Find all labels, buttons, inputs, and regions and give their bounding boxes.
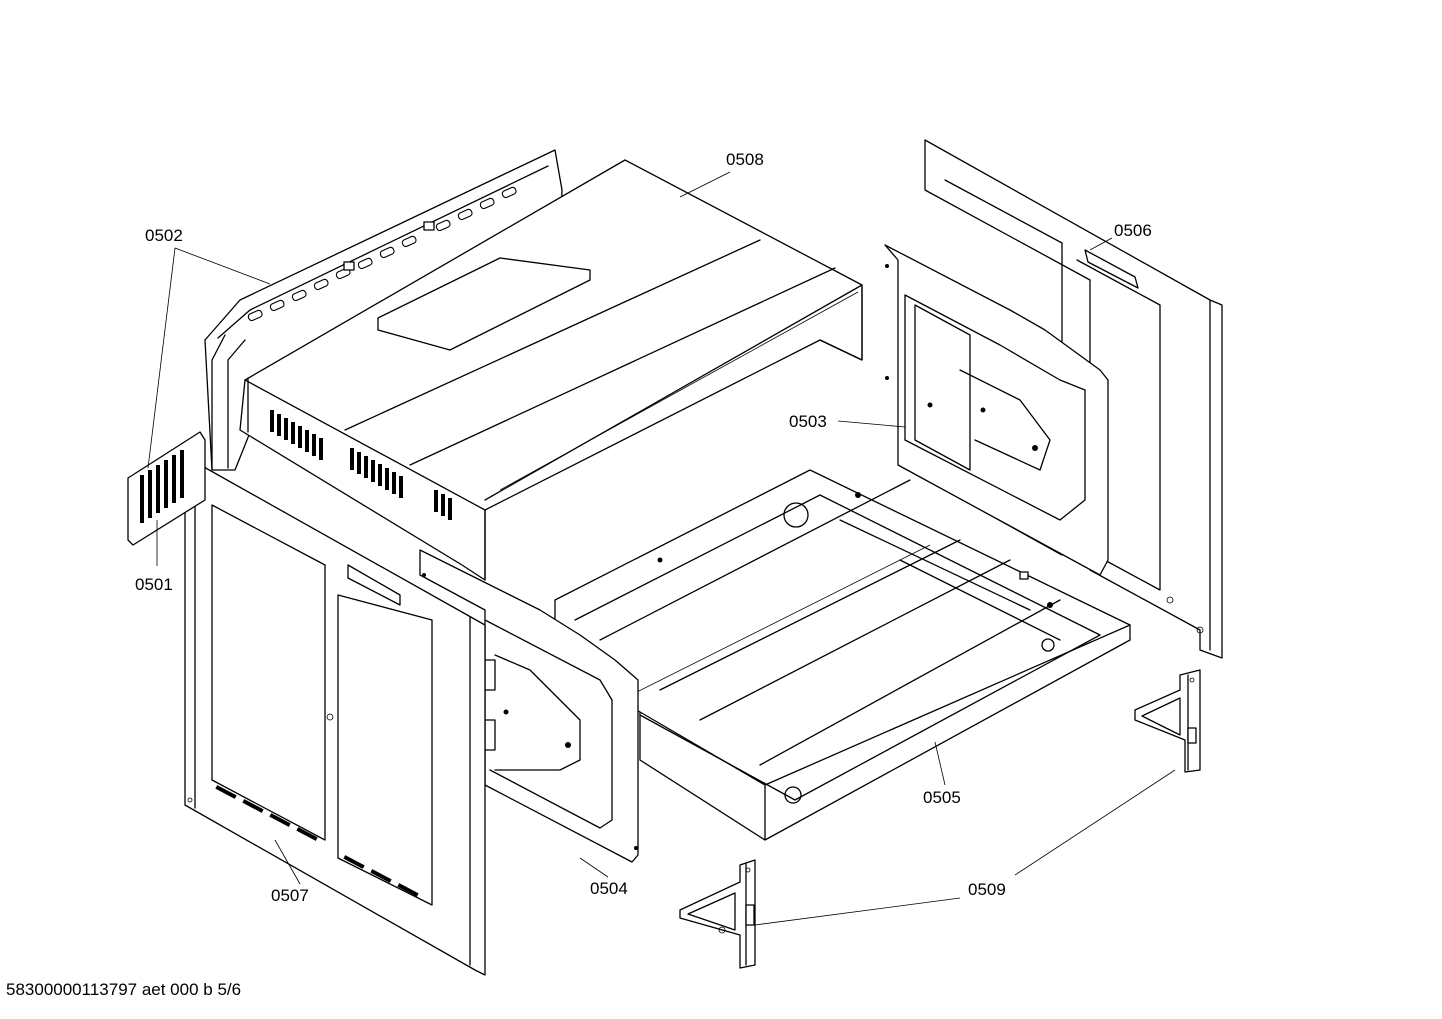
part-0509-bracket-left [679, 859, 756, 969]
label-0507: 0507 [271, 886, 309, 905]
label-0504: 0504 [590, 879, 628, 898]
leader-lines [147, 171, 1176, 926]
part-0501-grille-plate [127, 431, 206, 546]
label-0509: 0509 [968, 880, 1006, 899]
label-0503: 0503 [789, 412, 827, 431]
label-0506: 0506 [1114, 221, 1152, 240]
part-0509-bracket-right [1134, 669, 1201, 773]
part-0504-left-inner-bracket [419, 549, 639, 863]
label-0502: 0502 [145, 226, 183, 245]
label-0501: 0501 [135, 575, 173, 594]
label-0508: 0508 [726, 150, 764, 169]
part-0507-left-side-panel [184, 461, 486, 976]
label-0505: 0505 [923, 788, 961, 807]
part-0508-muffle [239, 159, 863, 581]
part-0503-right-inner-bracket [884, 244, 1109, 576]
part-labels: 0502 0501 0508 0506 0503 0505 0504 0507 … [135, 150, 1152, 905]
document-code: 58300000113797 aet 000 b 5/6 [6, 980, 242, 999]
